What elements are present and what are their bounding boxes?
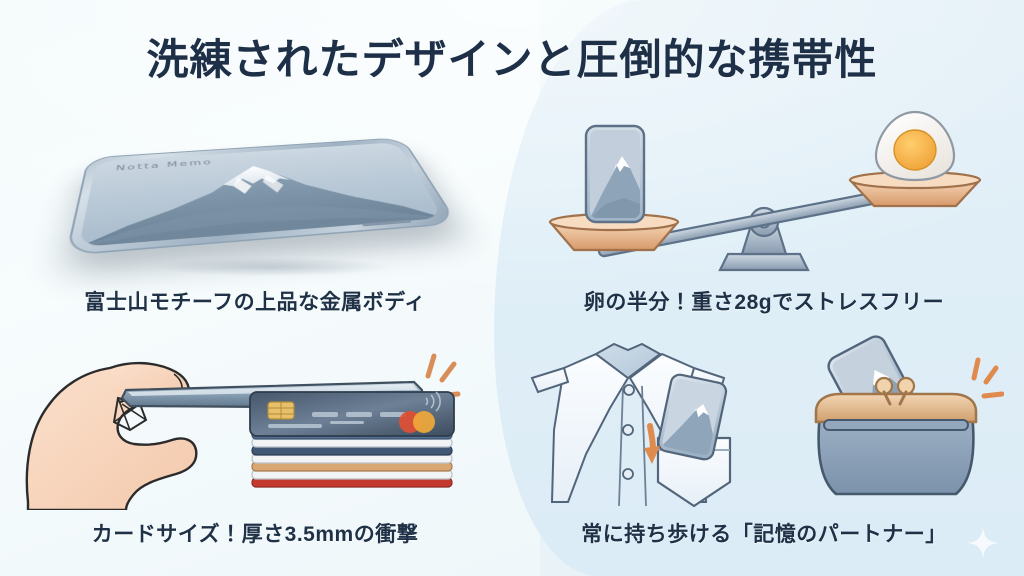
device-metal-body: Notta Memo	[68, 138, 456, 255]
panel-weight-balance: 卵の半分！重さ28gでストレスフリー	[524, 104, 1004, 324]
device-screen	[78, 142, 444, 248]
device-in-pocket	[657, 373, 728, 461]
sparkle-icon	[968, 528, 998, 558]
panel-portability: 常に持ち歩ける「記憶のパートナー」	[524, 334, 1004, 556]
artwork-weight-balance	[524, 104, 1004, 280]
panel-caption: カードサイズ！厚さ3.5mmの衝撃	[91, 523, 419, 546]
emphasis-marks	[425, 353, 461, 399]
panel-caption: 富士山モチーフの上品な金属ボディ	[84, 291, 426, 314]
emphasis-marks	[971, 357, 1004, 399]
mount-fuji-engraving-icon	[78, 142, 444, 248]
balance-scale-icon	[548, 110, 982, 272]
artwork-portability	[524, 334, 1004, 510]
coin-purse-icon	[814, 335, 978, 496]
panel-metal-body: Notta Memo 富士山モチーフの上品な金属ボディ	[22, 104, 488, 324]
credit-card-stack	[249, 391, 455, 488]
artwork-card-thickness	[22, 334, 488, 510]
device-perspective: Notta Memo	[68, 138, 456, 255]
page-title: 洗練されたデザインと圧倒的な携帯性	[146, 36, 878, 83]
device-port	[361, 219, 412, 227]
artwork-metal-body: Notta Memo	[22, 104, 488, 280]
panel-caption: 卵の半分！重さ28gでストレスフリー	[583, 291, 945, 314]
hand-icon	[25, 361, 198, 510]
panel-card-thickness: カードサイズ！厚さ3.5mmの衝撃	[22, 334, 488, 556]
device-shadow	[108, 254, 438, 280]
panel-caption: 常に持ち歩ける「記憶のパートナー」	[581, 523, 947, 546]
egg-icon	[874, 110, 956, 182]
insert-arrow-icon	[644, 423, 660, 464]
hand-and-cards-icon	[25, 353, 461, 510]
shirt-pocket-and-purse-icon	[530, 335, 1004, 508]
